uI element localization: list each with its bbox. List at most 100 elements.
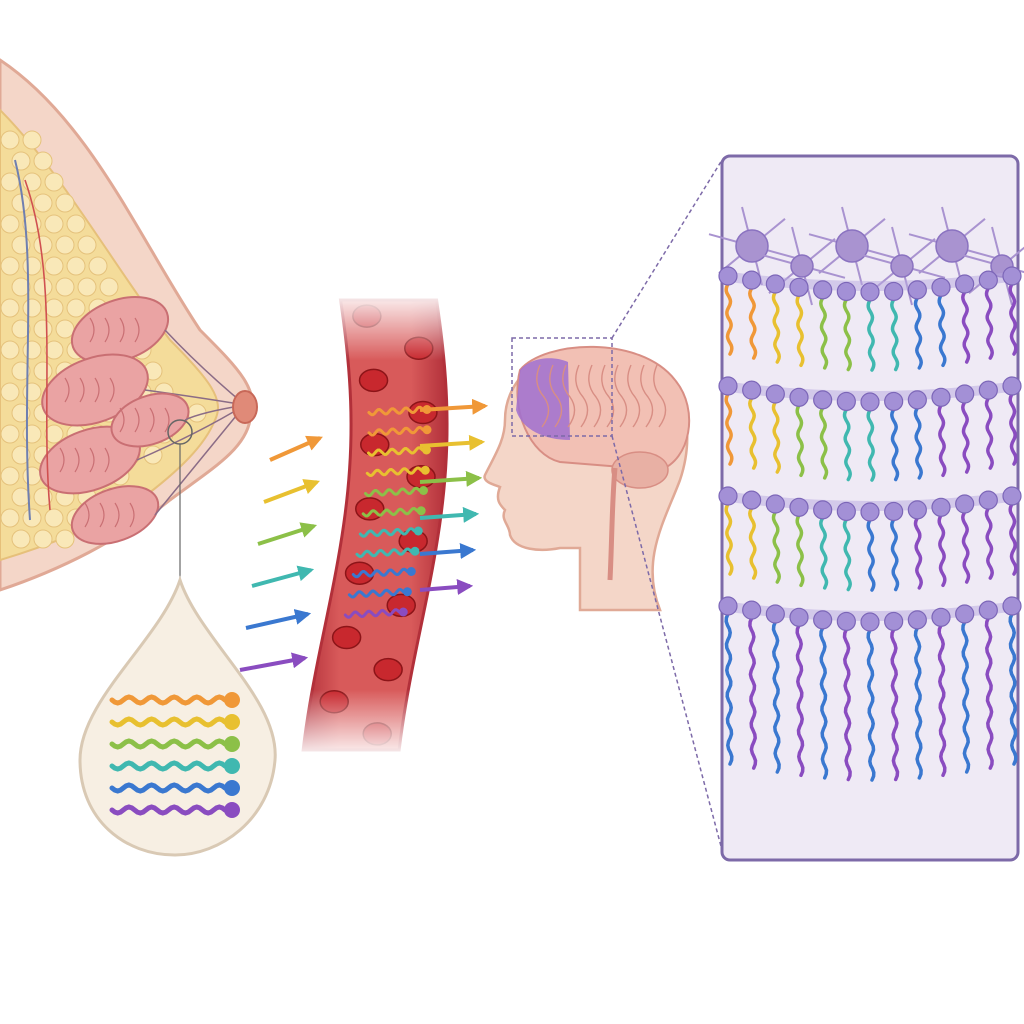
fat-cell xyxy=(0,256,20,276)
phospholipid-head xyxy=(884,391,904,412)
fatty-acid-tail xyxy=(819,296,829,370)
fat-cell xyxy=(22,382,42,402)
fat-cell xyxy=(33,193,53,213)
phospholipid-head xyxy=(765,274,785,294)
fatty-acid-tail xyxy=(961,400,971,474)
fat-cell xyxy=(33,235,53,255)
fat-cell xyxy=(44,508,64,528)
phospholipid-head xyxy=(789,607,809,627)
blood-vessel xyxy=(300,290,460,760)
fat-cell xyxy=(66,298,86,318)
phospholipid-head xyxy=(955,384,975,404)
fatty-acid-tail xyxy=(890,627,900,782)
lipid-head xyxy=(224,692,240,708)
fat-cell xyxy=(22,508,42,528)
fatty-acid-tail xyxy=(890,517,900,592)
phospholipid-head xyxy=(978,380,998,400)
fatty-acid-tail xyxy=(819,406,829,480)
fatty-acid-tail xyxy=(866,298,876,372)
neuron-body xyxy=(735,229,769,263)
phospholipid-head xyxy=(860,612,880,632)
fat-cell xyxy=(11,361,31,381)
fatty-acid-tail xyxy=(748,286,758,360)
phospholipid-head xyxy=(742,380,762,400)
fatty-acid-tail xyxy=(842,517,852,592)
lipid-chain xyxy=(109,760,228,772)
artery xyxy=(24,179,51,511)
phospholipid-head xyxy=(765,604,785,624)
phospholipid-head xyxy=(765,494,785,514)
fatty-acid-tail xyxy=(1008,502,1018,576)
lobule-fold xyxy=(134,407,140,433)
fatty-acid-tail xyxy=(984,396,994,470)
fatty-acid-tail xyxy=(795,293,805,368)
fatty-acid-tail xyxy=(724,612,734,766)
phospholipid-head xyxy=(860,392,880,412)
fat-cell xyxy=(77,235,97,255)
fat-cell xyxy=(0,466,20,486)
fatty-acid-tail xyxy=(913,626,923,780)
neuron-body xyxy=(835,229,869,263)
lipid-head xyxy=(224,736,240,752)
fat-cell xyxy=(55,529,75,549)
lobule-fold xyxy=(119,317,125,343)
fat-cell xyxy=(22,130,42,150)
fat-cell xyxy=(0,340,20,360)
lipid-chain xyxy=(109,804,228,816)
arrow-blood-to-brain xyxy=(419,470,483,487)
lobule-fold xyxy=(94,377,100,403)
fatty-acid-tail xyxy=(937,623,947,778)
fat-cell xyxy=(22,256,42,276)
fatty-acid-tail xyxy=(771,620,781,774)
phospholipid-head xyxy=(813,390,833,410)
vessel-fade xyxy=(300,290,460,760)
phospholipid-head xyxy=(813,280,833,300)
fat-cell xyxy=(33,277,53,297)
fatty-acid-tail xyxy=(913,516,923,590)
brain-fold xyxy=(627,364,641,428)
brain-fold xyxy=(640,364,654,428)
lobule-fold xyxy=(104,447,110,473)
phospholipid-head xyxy=(718,486,738,506)
phospholipid-head xyxy=(813,500,833,520)
phospholipid-head xyxy=(955,494,975,514)
phospholipid-head xyxy=(907,610,927,630)
fat-cell xyxy=(88,256,108,276)
phospholipid-head xyxy=(813,610,833,630)
lobule-fold xyxy=(59,447,65,473)
milk-lobule xyxy=(41,353,149,427)
fat-cell xyxy=(44,298,64,318)
fat-cell xyxy=(11,403,31,423)
fatty-acid-tail xyxy=(795,623,805,778)
fatty-acid-tail xyxy=(819,516,829,590)
fat-cell xyxy=(0,424,20,444)
phospholipid-head xyxy=(907,390,927,410)
phospholipid-head xyxy=(907,280,927,300)
fatty-acid-tail xyxy=(984,506,994,580)
fat-cell xyxy=(11,319,31,339)
milk-droplet xyxy=(78,575,277,857)
fat-cell xyxy=(33,487,53,507)
zoom-line xyxy=(611,435,723,851)
lobule-fold xyxy=(84,502,90,528)
fatty-acid-tail xyxy=(866,628,876,782)
fatty-acid-tail xyxy=(913,296,923,370)
fat-cell xyxy=(33,361,53,381)
arrow-blood-to-brain xyxy=(419,398,489,415)
phospholipid-head xyxy=(907,500,927,520)
fat-cell xyxy=(55,235,75,255)
brain-fold xyxy=(588,364,602,428)
lobule-fold xyxy=(129,502,135,528)
lobule-fold xyxy=(104,317,110,343)
fat-cell xyxy=(11,193,31,213)
fat-cell xyxy=(0,382,20,402)
cerebellum xyxy=(611,451,669,489)
milk-lobule xyxy=(70,485,160,545)
phospholipid-head xyxy=(931,607,951,627)
fat-cell xyxy=(99,277,119,297)
fatty-acid-tail xyxy=(819,626,829,780)
lipid-head xyxy=(224,758,240,774)
milk-lobule xyxy=(110,392,190,448)
phospholipid-head xyxy=(789,387,809,407)
